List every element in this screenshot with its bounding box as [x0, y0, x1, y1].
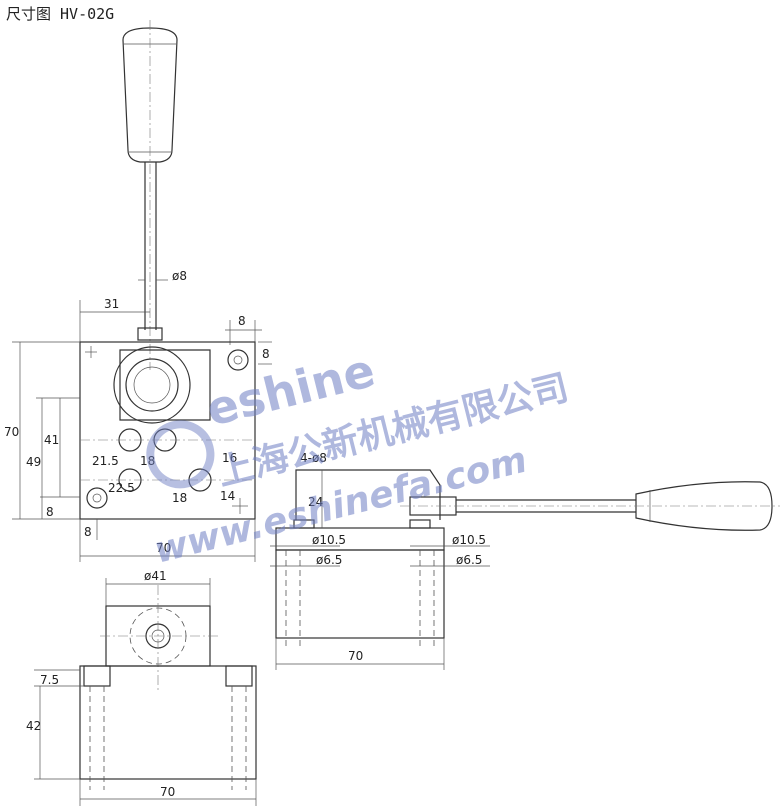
watermark: eshine 上海公新机械有限公司 www.eshinefa.com: [146, 343, 573, 572]
dim-width-31: 31: [104, 297, 119, 311]
dim-bottom-width-70: 70: [160, 785, 175, 799]
vertical-lever: [122, 20, 178, 370]
watermark-logo-icon: [146, 420, 215, 489]
dim-14: 14: [220, 489, 235, 503]
dim-left-8: 8: [46, 505, 54, 519]
dim-d41: ø41: [144, 569, 167, 583]
dim-7-5: 7.5: [40, 673, 59, 687]
dim-height-41: 41: [44, 433, 59, 447]
dim-21-5: 21.5: [92, 454, 119, 468]
dim-top-8: 8: [238, 314, 246, 328]
dim-16: 16: [222, 451, 237, 465]
drawing-title: 尺寸图 HV-02G: [6, 5, 115, 23]
dim-bottom-8: 8: [84, 525, 92, 539]
bottom-view: [79, 585, 257, 790]
front-body: [79, 341, 256, 520]
dim-height-42: 42: [26, 719, 41, 733]
dim-height-49: 49: [26, 455, 41, 469]
dim-22-5: 22.5: [108, 481, 135, 495]
dim-d10-5-left: ø10.5: [312, 533, 346, 547]
dim-d10-5-right: ø10.5: [452, 533, 486, 547]
dim-d6-5-left: ø6.5: [316, 553, 342, 567]
dim-holes: 4-ø8: [300, 451, 327, 465]
dim-side-width-70: 70: [348, 649, 363, 663]
dim-rod-diameter: ø8: [172, 269, 187, 283]
dim-height-24: 24: [308, 495, 323, 509]
side-view: [275, 469, 780, 650]
dim-height-70: 70: [4, 425, 19, 439]
dim-front-width-70: 70: [156, 541, 171, 555]
dim-d6-5-right: ø6.5: [456, 553, 482, 567]
dim-right-8: 8: [262, 347, 270, 361]
dim-18-b: 18: [172, 491, 187, 505]
